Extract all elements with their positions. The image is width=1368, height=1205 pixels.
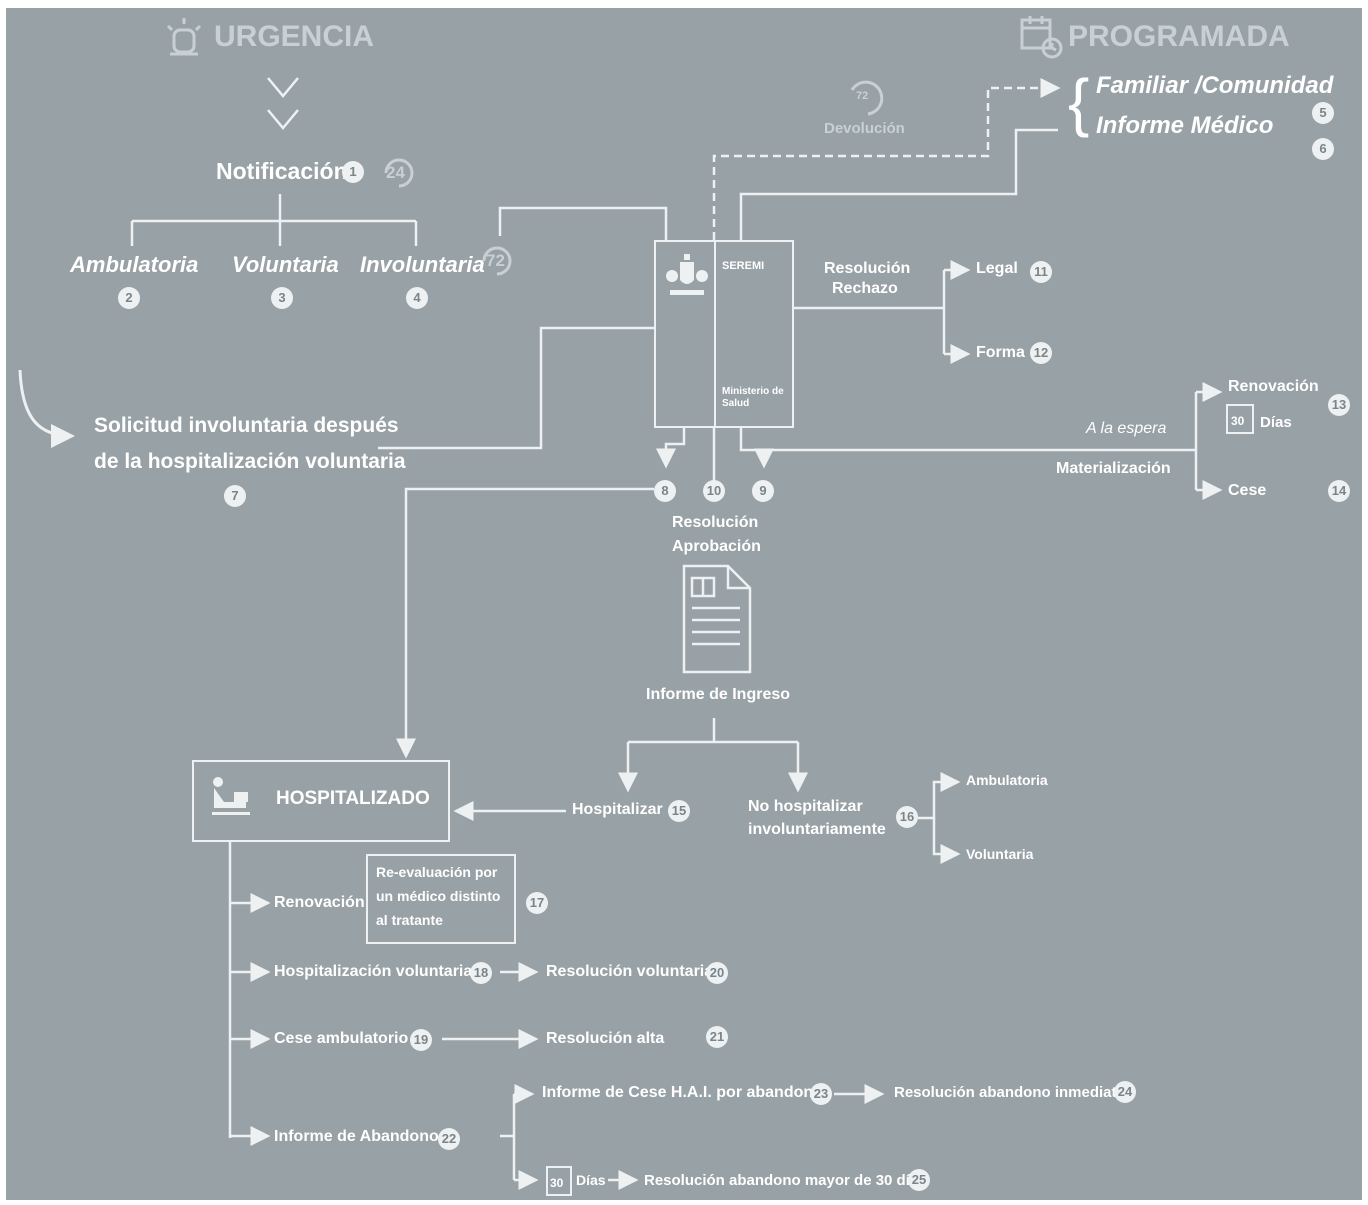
- rechazo-line1: Resolución: [824, 260, 911, 277]
- solicitud-line2: de la hospitalización voluntaria: [94, 450, 406, 473]
- no-hosp-line2: involuntariamente: [748, 821, 886, 838]
- siren-icon: [162, 16, 206, 60]
- informe-ingreso: Informe de Ingreso: [646, 686, 791, 703]
- clock-24-label: 24: [386, 163, 405, 182]
- document-fold: [714, 240, 716, 426]
- type-involuntaria: Involuntaria: [360, 252, 485, 277]
- materializacion: Materialización: [1056, 460, 1171, 477]
- type-voluntaria: Voluntaria: [232, 252, 339, 277]
- flow-diagram: URGENCIA PROGRAMADA 72 Devolución { Fami…: [6, 8, 1362, 1200]
- solicitud-line1: Solicitud involuntaria después: [94, 414, 399, 437]
- step-6: 6: [1312, 138, 1334, 160]
- step-15: 15: [668, 800, 690, 822]
- hosp-vol-label: Hospitalización voluntaria: [274, 963, 473, 980]
- no-hosp-ambulatoria: Ambulatoria: [966, 772, 1048, 788]
- forma-label: Forma: [976, 344, 1025, 361]
- step-11: 11: [1030, 261, 1052, 283]
- abandono-dias: Días: [576, 1172, 606, 1188]
- document-icon: [682, 564, 752, 674]
- hospitalizado-label: HOSPITALIZADO: [276, 788, 430, 809]
- step-21: 21: [706, 1026, 728, 1048]
- renovacion-espera: Renovación: [1228, 378, 1319, 395]
- cese-hai: Informe de Cese H.A.I. por abandono: [542, 1084, 823, 1101]
- step-17: 17: [526, 892, 548, 914]
- rechazo-line2: Rechazo: [832, 280, 898, 297]
- seremi-document: SEREMI Ministerio de Salud: [654, 240, 794, 428]
- step-10: 10: [703, 480, 725, 502]
- step-20: 20: [706, 962, 728, 984]
- calendar-clock-icon: [1018, 14, 1064, 60]
- clock-72-icon: [476, 240, 518, 282]
- clock-72-label: 72: [486, 251, 505, 270]
- abandono-label: Informe de Abandono: [274, 1128, 439, 1145]
- coat-of-arms-icon: [664, 254, 710, 300]
- step-3: 3: [271, 287, 293, 309]
- hospitalizar-label: Hospitalizar: [572, 801, 663, 818]
- res-alta: Resolución alta: [546, 1030, 665, 1047]
- step-9: 9: [752, 480, 774, 502]
- step-2: 2: [118, 287, 140, 309]
- type-ambulatoria: Ambulatoria: [70, 252, 199, 277]
- hospital-bed-icon: [208, 774, 254, 820]
- clock-24-icon: [378, 152, 420, 194]
- reevaluacion-box: Re-evaluación por un médico distinto al …: [366, 854, 516, 944]
- notificacion-label: Notificación: [216, 158, 348, 184]
- brace: {: [1068, 66, 1090, 138]
- hospitalizado-box: HOSPITALIZADO: [192, 760, 450, 842]
- res-abandono-inmediato: Resolución abandono inmediato: [894, 1084, 1126, 1101]
- step-16: 16: [896, 806, 918, 828]
- ministerio-label: Ministerio de Salud: [722, 386, 784, 409]
- step-5: 5: [1312, 102, 1334, 124]
- step-18: 18: [470, 962, 492, 984]
- res-voluntaria: Resolución voluntaria: [546, 963, 714, 980]
- urgencia-title: URGENCIA: [214, 20, 375, 53]
- no-hosp-voluntaria: Voluntaria: [966, 846, 1034, 862]
- connector-lines: [18, 77, 1223, 1190]
- step-1: 1: [342, 161, 364, 183]
- res-abandono-mayor: Resolución abandono mayor de 30 días: [644, 1172, 927, 1189]
- no-hosp-line1: No hospitalizar: [748, 798, 863, 815]
- step-25: 25: [908, 1169, 930, 1191]
- step-23: 23: [810, 1083, 832, 1105]
- programada-title: PROGRAMADA: [1068, 20, 1290, 53]
- cese-espera: Cese: [1228, 482, 1267, 499]
- aprobacion-line2: Aprobación: [672, 538, 761, 555]
- devolucion-clock-label: 72: [856, 90, 869, 102]
- step-12: 12: [1030, 342, 1052, 364]
- informe-medico: Informe Médico: [1096, 112, 1274, 139]
- step-13: 13: [1328, 394, 1350, 416]
- seremi-label: SEREMI: [722, 260, 765, 272]
- step-22: 22: [438, 1128, 460, 1150]
- familiar-comunidad: Familiar /Comunidad: [1096, 72, 1334, 99]
- step-14: 14: [1328, 480, 1350, 502]
- devolucion-label: Devolución: [824, 120, 905, 137]
- cese-amb-label: Cese ambulatorio: [274, 1030, 409, 1047]
- calendar-30-icon-2: 30: [546, 1166, 572, 1196]
- step-7: 7: [224, 485, 246, 507]
- step-8: 8: [654, 480, 676, 502]
- devolucion-arc: [850, 80, 884, 116]
- dias-label: Días: [1260, 414, 1292, 431]
- legal-label: Legal: [976, 260, 1018, 277]
- renovacion-label: Renovación: [274, 894, 365, 911]
- step-4: 4: [406, 287, 428, 309]
- step-19: 19: [410, 1029, 432, 1051]
- a-la-espera: A la espera: [1086, 420, 1167, 437]
- aprobacion-line1: Resolución: [672, 514, 759, 531]
- calendar-30-icon: 30: [1226, 404, 1254, 434]
- step-24: 24: [1114, 1081, 1136, 1103]
